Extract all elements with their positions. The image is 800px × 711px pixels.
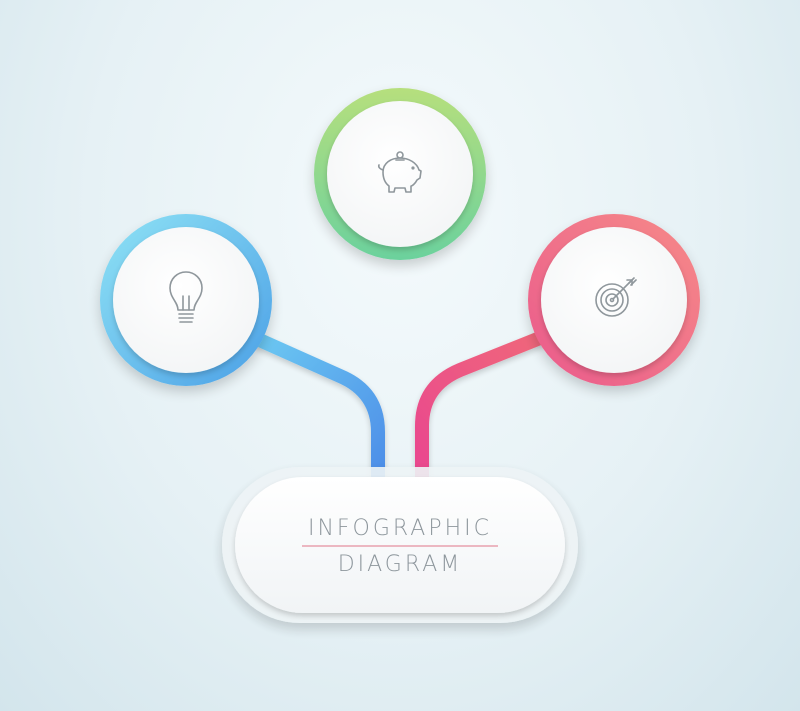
target-icon (595, 277, 637, 317)
connector-left (248, 331, 385, 485)
connector-right (415, 329, 552, 485)
piggy-bank-icon (377, 151, 422, 193)
title-line-1: INFOGRAPHIC (308, 516, 492, 541)
node-left-inner (113, 227, 259, 373)
title-line-2: DIAGRAM (338, 552, 463, 577)
lightbulb-icon (169, 271, 203, 323)
node-center-inner (327, 101, 473, 247)
title-pill: INFOGRAPHIC DIAGRAM (222, 467, 578, 623)
title-pill-inner (235, 477, 565, 613)
node-left (100, 214, 272, 386)
node-right (528, 214, 700, 386)
node-center (314, 88, 486, 260)
